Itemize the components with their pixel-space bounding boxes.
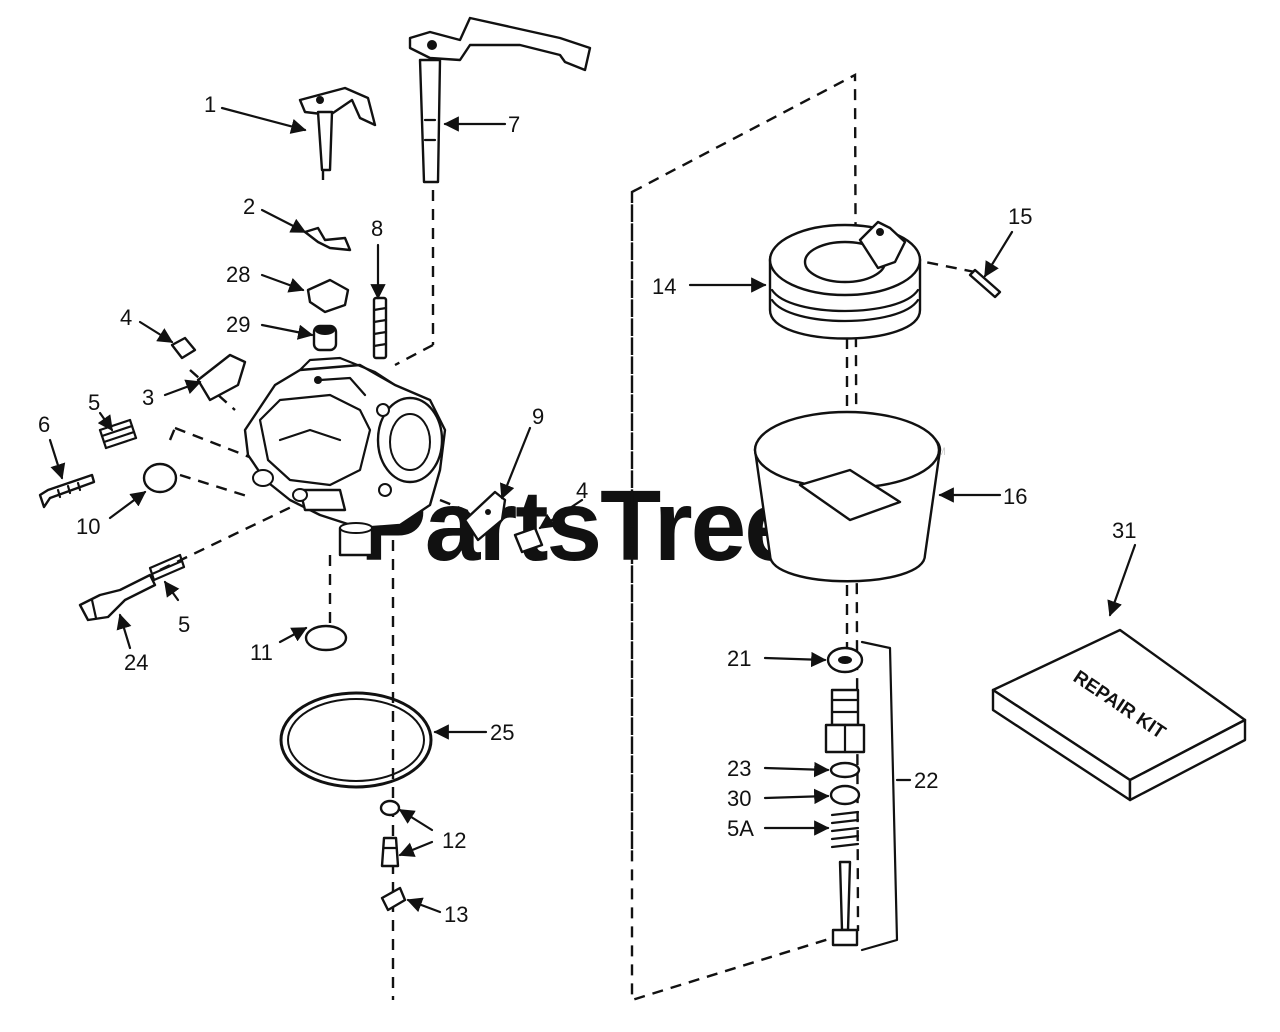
part-11-disc	[304, 624, 348, 652]
part-12-jet	[379, 799, 401, 868]
callout-22: 22	[914, 768, 938, 793]
callout-8: 8	[371, 216, 383, 241]
callout-13: 13	[444, 902, 468, 927]
part-3-plate	[196, 353, 247, 402]
callout-5-upper: 5	[88, 390, 100, 415]
callout-9: 9	[532, 404, 544, 429]
part-24-needle-valve	[78, 573, 157, 622]
callout-6: 6	[38, 412, 50, 437]
part-29-bushing	[312, 324, 338, 352]
callout-1: 1	[204, 92, 216, 117]
part-14-float	[768, 220, 922, 340]
part-5-spring-upper	[98, 418, 138, 450]
part-4-screw-upper	[170, 336, 197, 360]
callout-7: 7	[508, 112, 520, 137]
part-23-washer	[829, 761, 861, 779]
callout-24: 24	[124, 650, 148, 675]
callout-labels: 1 7 2 8 28 29 4 3 5 6 10 5 24 11 9 4 25 …	[38, 92, 1136, 927]
callout-31: 31	[1112, 518, 1136, 543]
part-2-shaft-spring	[303, 226, 352, 252]
callout-12: 12	[442, 828, 466, 853]
callout-21: 21	[727, 646, 751, 671]
callout-15: 15	[1008, 204, 1032, 229]
part-28-retainer	[306, 278, 350, 314]
part-8-idle-screw	[372, 296, 388, 360]
callout-5-lower: 5	[178, 612, 190, 637]
part-25-bowl-gasket	[279, 691, 433, 789]
callout-29: 29	[226, 312, 250, 337]
part-10-o-ring	[142, 462, 178, 494]
callout-16: 16	[1003, 484, 1027, 509]
part-16-float-bowl	[753, 410, 942, 583]
part-31-repair-kit: REPAIR KIT	[991, 628, 1247, 802]
callout-5A: 5A	[727, 816, 754, 841]
callout-14: 14	[652, 274, 676, 299]
part-9-plate	[463, 490, 507, 542]
callout-2: 2	[243, 194, 255, 219]
part-15-hinge-pin	[968, 268, 1002, 299]
part-5-spring-lower	[148, 553, 186, 582]
callout-25: 25	[490, 720, 514, 745]
callout-23: 23	[727, 756, 751, 781]
carburetor-body	[243, 356, 447, 557]
part-6-needle-screw	[38, 473, 96, 509]
part-7-choke-shaft	[408, 16, 592, 184]
part-13-pin	[380, 886, 407, 912]
part-22-bowl-nut-assembly	[824, 640, 899, 952]
leader-lines	[48, 106, 1137, 914]
callout-10: 10	[76, 514, 100, 539]
callout-28: 28	[226, 262, 250, 287]
callout-3: 3	[142, 385, 154, 410]
callout-30: 30	[727, 786, 751, 811]
callout-11: 11	[250, 640, 273, 665]
part-21-washer	[826, 646, 864, 674]
part-1-throttle-shaft	[298, 86, 377, 172]
callout-4-lower: 4	[576, 478, 588, 503]
part-4-screw-lower	[513, 526, 544, 554]
callout-4-upper: 4	[120, 305, 132, 330]
part-30-washer	[829, 784, 861, 806]
